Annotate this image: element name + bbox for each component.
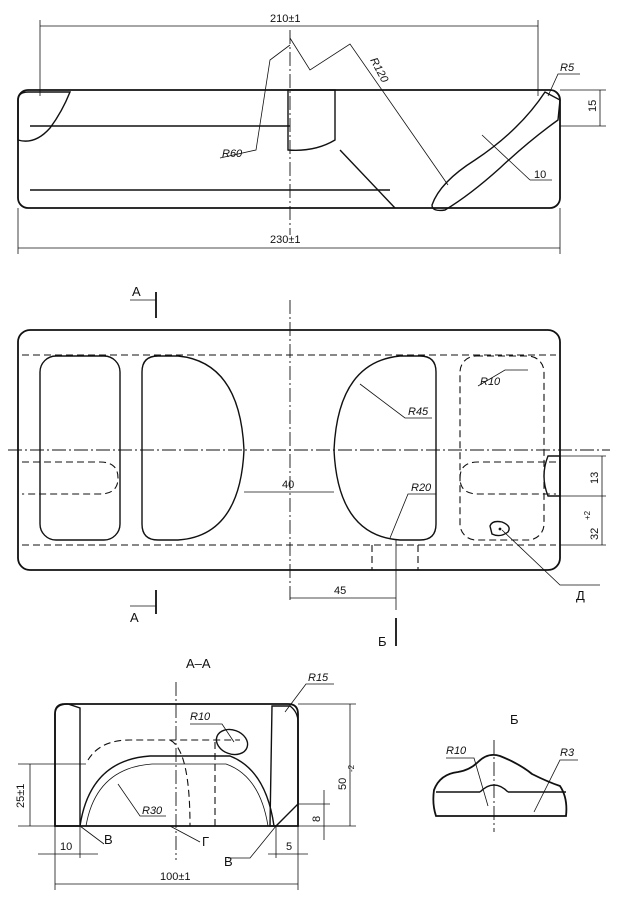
label-v2: В: [224, 854, 233, 869]
label-r60: R60: [222, 148, 243, 160]
label-r120: R120: [367, 56, 390, 86]
view-b-profile: [432, 753, 568, 817]
section-a-bottom: А: [130, 610, 139, 625]
dim-45: 45: [334, 585, 346, 597]
label-r10-plan: R10: [480, 376, 501, 388]
inner-arch: [79, 755, 275, 827]
top-slope-line: [339, 149, 396, 209]
section-aa-title: А–А: [186, 656, 211, 671]
dim-230: 230±1: [270, 234, 301, 246]
label-r5: R5: [560, 62, 575, 74]
section-aa-outline: [54, 703, 299, 827]
dim-50: 50: [337, 778, 349, 790]
label-r10-aa: R10: [190, 711, 211, 723]
label-r3: R3: [560, 747, 575, 759]
plan-view: А А 40 45 R45 R20 R10 13 32 +2 Д Б: [8, 284, 610, 649]
left-pocket: [39, 355, 121, 541]
view-b-marker: Б: [378, 634, 387, 649]
dim-100: 100±1: [160, 871, 191, 883]
right-notch-hatch: [543, 455, 561, 497]
dim-25: 25±1: [15, 784, 27, 808]
top-center-hatch: [287, 89, 336, 151]
dim-10-top: 10: [534, 169, 546, 181]
small-hole: [489, 520, 510, 537]
label-d: Д: [576, 588, 585, 603]
dim-13: 13: [589, 472, 601, 484]
label-r30: R30: [142, 805, 163, 817]
dim-50-tol: -2: [347, 764, 356, 772]
dim-10-aa: 10: [60, 841, 72, 853]
label-r15: R15: [308, 672, 329, 684]
label-v1: В: [104, 832, 113, 847]
top-left-hatch: [17, 91, 72, 142]
dim-15: 15: [587, 100, 599, 112]
view-b-title: Б: [510, 712, 519, 727]
top-view: 210±1 230±1 R120 R60 R5 15 10: [17, 13, 606, 254]
dim-32: 32: [589, 528, 601, 540]
dim-210: 210±1: [270, 13, 301, 25]
section-a-top: А: [132, 284, 141, 299]
dim-5: 5: [286, 841, 292, 853]
left-d-pocket: [141, 355, 245, 541]
right-dashed-pocket: [459, 355, 545, 541]
dim-40: 40: [282, 479, 294, 491]
right-d-pocket: [333, 355, 437, 541]
top-right-hatch: [431, 91, 561, 212]
label-r45: R45: [408, 406, 429, 418]
label-r10-b: R10: [446, 745, 467, 757]
dim-8: 8: [311, 816, 323, 822]
section-aa: А–А R15 R10 R30 25±1 50: [15, 656, 356, 890]
view-b: Б R10 R3: [432, 712, 578, 832]
dim-32-tol: +2: [583, 510, 592, 520]
label-g: Г: [202, 834, 209, 849]
label-r20: R20: [411, 482, 432, 494]
